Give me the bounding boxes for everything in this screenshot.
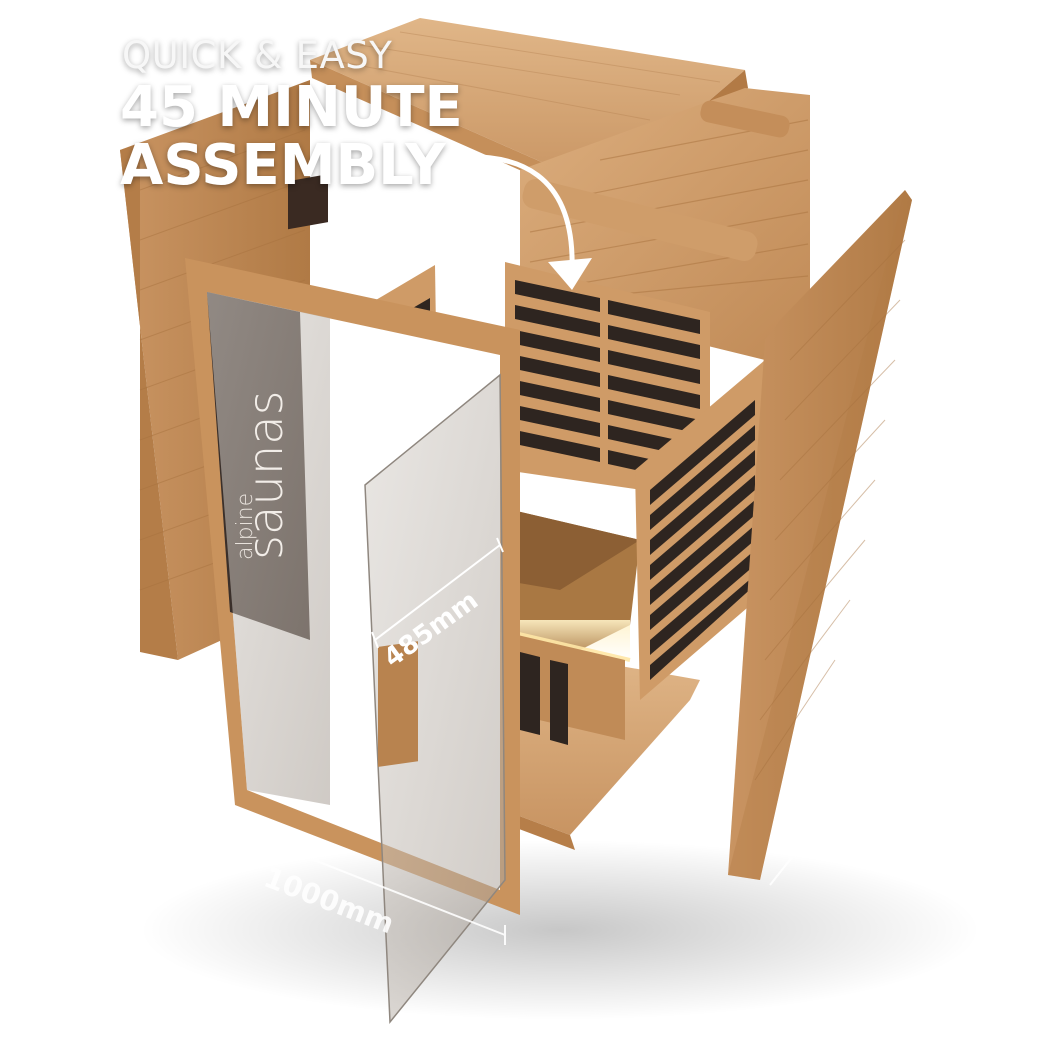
glass-door [364, 373, 506, 1025]
brand-logo: alpine saunas [233, 390, 294, 560]
side-dimension-line [769, 789, 846, 886]
brand-prefix: alpine [233, 493, 258, 560]
bench-dimension-line [371, 537, 504, 649]
assembly-arrow-head [548, 258, 592, 290]
back-heater-panel [505, 262, 710, 500]
front-dimension-line [224, 815, 506, 945]
right-heater-panel [635, 360, 768, 700]
assembly-arrow [442, 154, 575, 273]
door-handle [378, 641, 418, 767]
promo-headline-line2: ASSEMBLY [120, 133, 446, 198]
brand-name: saunas [238, 390, 294, 560]
right-wall-panel [728, 190, 912, 880]
promo-headline-line1: 45 MINUTE [120, 75, 463, 140]
stopwatch-icon [35, 42, 113, 135]
promo-subtitle: QUICK & EASY [122, 34, 393, 77]
ground-shadow [140, 840, 980, 1020]
